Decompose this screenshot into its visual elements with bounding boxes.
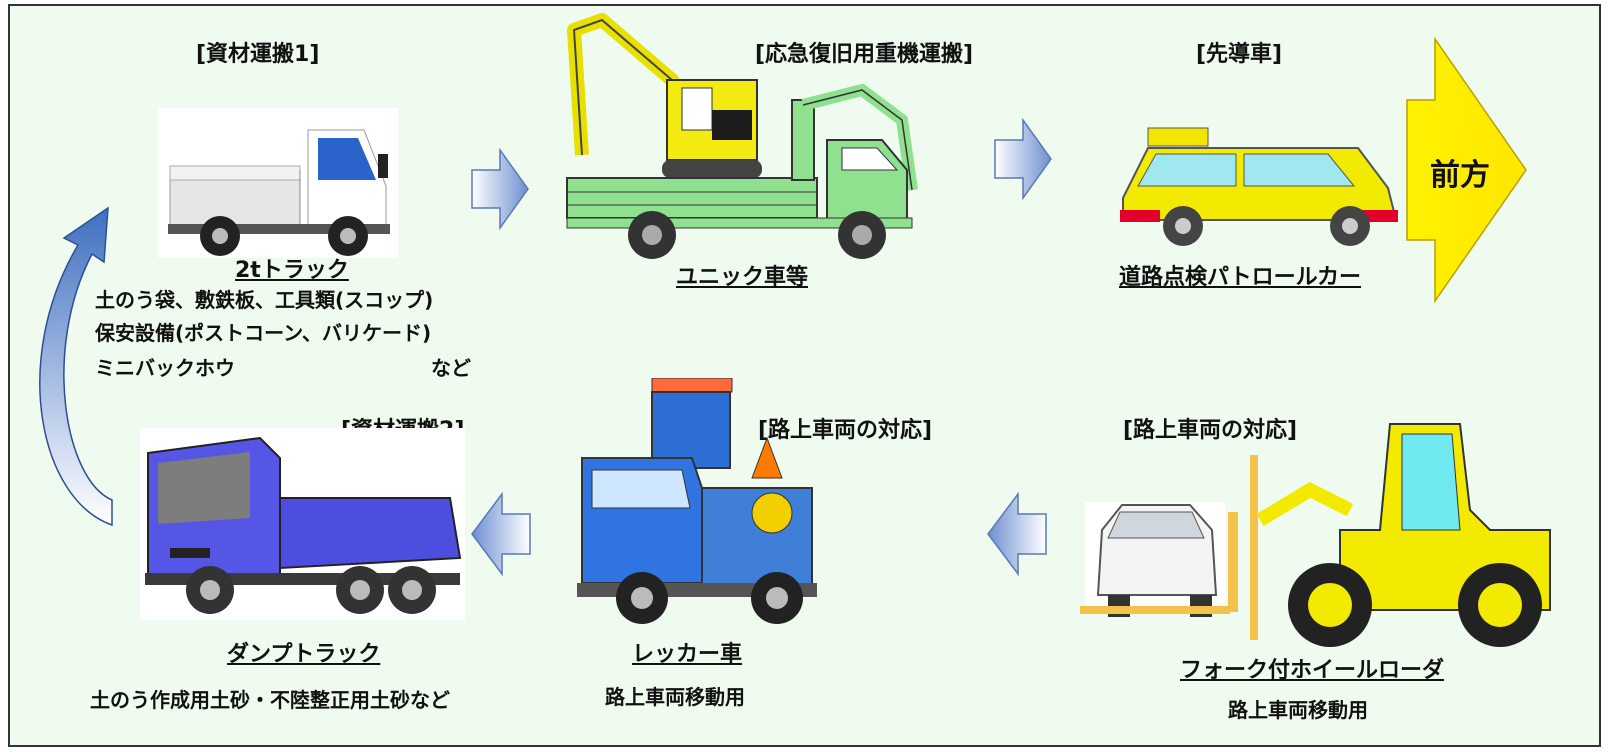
vehicle-name-dump-truck: ダンプトラック	[227, 642, 381, 667]
flow-arrow-right-2	[994, 118, 1052, 200]
flow-arrow-right-1	[471, 148, 529, 230]
flow-arrow-left-1	[987, 492, 1047, 576]
header-road-vehicle-1: [路上車両の対応]	[758, 418, 933, 443]
unic-truck-excavator-illustration	[566, 13, 918, 259]
2t-truck-desc-etc: など	[431, 356, 471, 380]
dump-truck-desc: 土のう作成用土砂・不陸整正用土砂など	[90, 688, 450, 712]
header-heavy-machinery: [応急復旧用重機運搬]	[755, 42, 974, 67]
dump-truck-illustration	[140, 428, 465, 620]
2t-truck-desc-line-3: ミニバックホウ	[95, 356, 235, 380]
wrecker-truck-illustration	[577, 378, 817, 624]
return-curved-arrow	[39, 206, 113, 527]
forward-arrow	[1406, 36, 1527, 304]
wrecker-desc: 路上車両移動用	[605, 685, 745, 709]
header-lead-vehicle: [先導車]	[1196, 42, 1283, 67]
forward-label: 前方	[1430, 158, 1490, 193]
2t-truck-illustration	[158, 108, 398, 258]
vehicle-name-wheel-loader: フォーク付ホイールローダ	[1180, 658, 1445, 683]
2t-truck-desc-line-1: 土のう袋、敷鉄板、工具類(スコップ)	[95, 288, 434, 312]
header-road-vehicle-2: [路上車両の対応]	[1123, 418, 1298, 443]
flow-arrow-left-2	[471, 492, 531, 576]
forklift-loader-illustration	[1080, 423, 1551, 647]
wheel-loader-desc: 路上車両移動用	[1228, 698, 1368, 722]
vehicle-name-patrol-car: 道路点検パトロールカー	[1119, 265, 1362, 290]
2t-truck-desc-line-2: 保安設備(ポストコーン、バリケード)	[95, 321, 432, 345]
vehicle-name-wrecker: レッカー車	[632, 642, 743, 667]
vehicle-name-unic: ユニック車等	[676, 265, 809, 290]
vehicle-name-2t-truck: 2tトラック	[235, 258, 349, 283]
header-material-transport-1: [資材運搬1]	[196, 42, 320, 67]
patrol-car-illustration	[1120, 127, 1398, 246]
